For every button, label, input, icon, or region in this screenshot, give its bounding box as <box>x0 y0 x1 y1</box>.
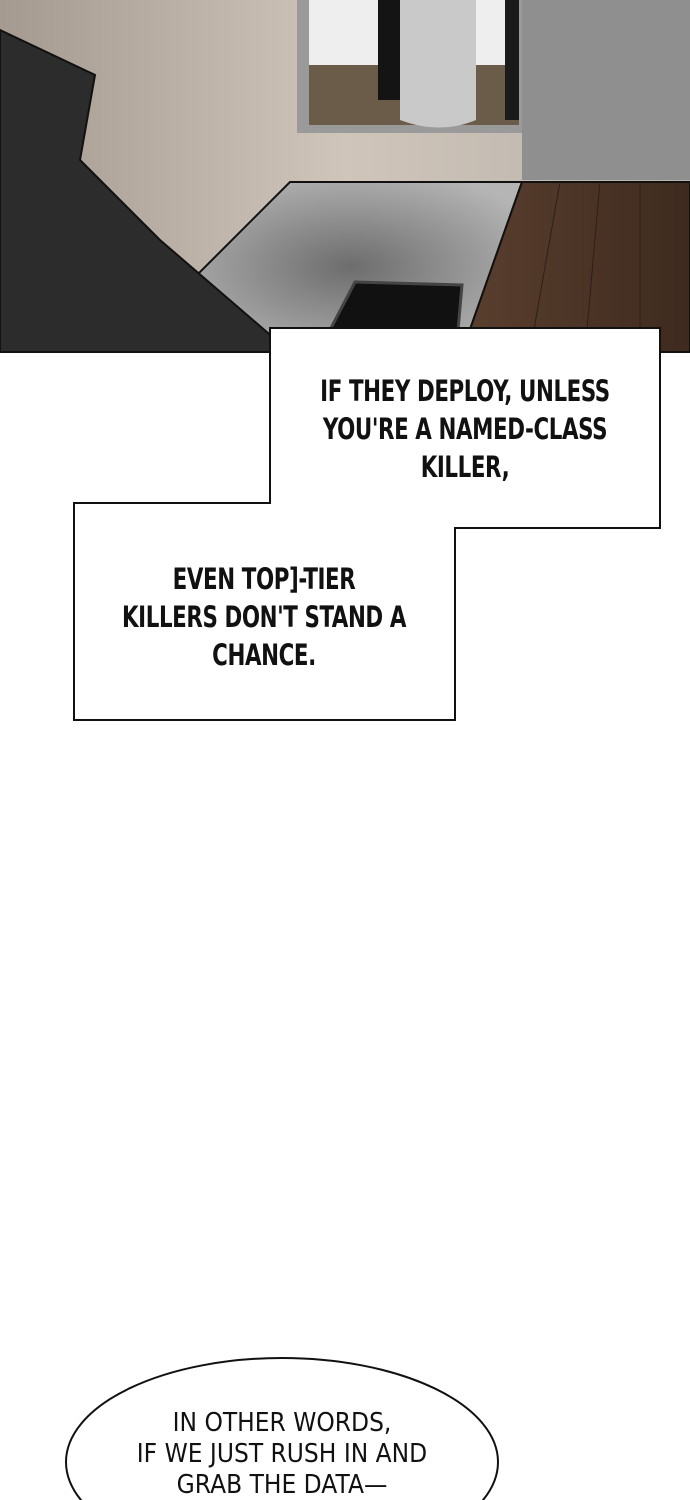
figure-coat <box>400 0 476 128</box>
caption-line: EVEN TOP]-TIER <box>172 562 356 596</box>
caption-line: KILLERS DON'T STAND A <box>122 600 406 634</box>
wood-floor <box>460 181 690 353</box>
caption-line: YOU'RE A NAMED-CLASS <box>322 412 608 446</box>
caption-line: CHANCE. <box>212 638 316 672</box>
caption-1: IF THEY DEPLOY, UNLESS YOU'RE A NAMED-CL… <box>301 372 629 486</box>
caption-line: KILLER, <box>420 450 510 484</box>
speech-bubble <box>65 1357 499 1500</box>
coat-shoulder <box>0 28 293 353</box>
bubble-line: IN OTHER WORDS, <box>172 1408 392 1438</box>
bubble-line: IF WE JUST RUSH IN AND <box>136 1439 428 1469</box>
caption-2: EVEN TOP]-TIER KILLERS DON'T STAND A CHA… <box>100 560 428 674</box>
right-wall <box>522 0 690 180</box>
bubble-line: GRAB THE DATA— <box>176 1470 388 1500</box>
device-on-floor <box>327 280 464 332</box>
caption-boxes <box>73 327 661 721</box>
caption-line: IF THEY DEPLOY, UNLESS <box>320 374 610 408</box>
speech-bubble-text: IN OTHER WORDS, IF WE JUST RUSH IN AND G… <box>102 1408 462 1500</box>
